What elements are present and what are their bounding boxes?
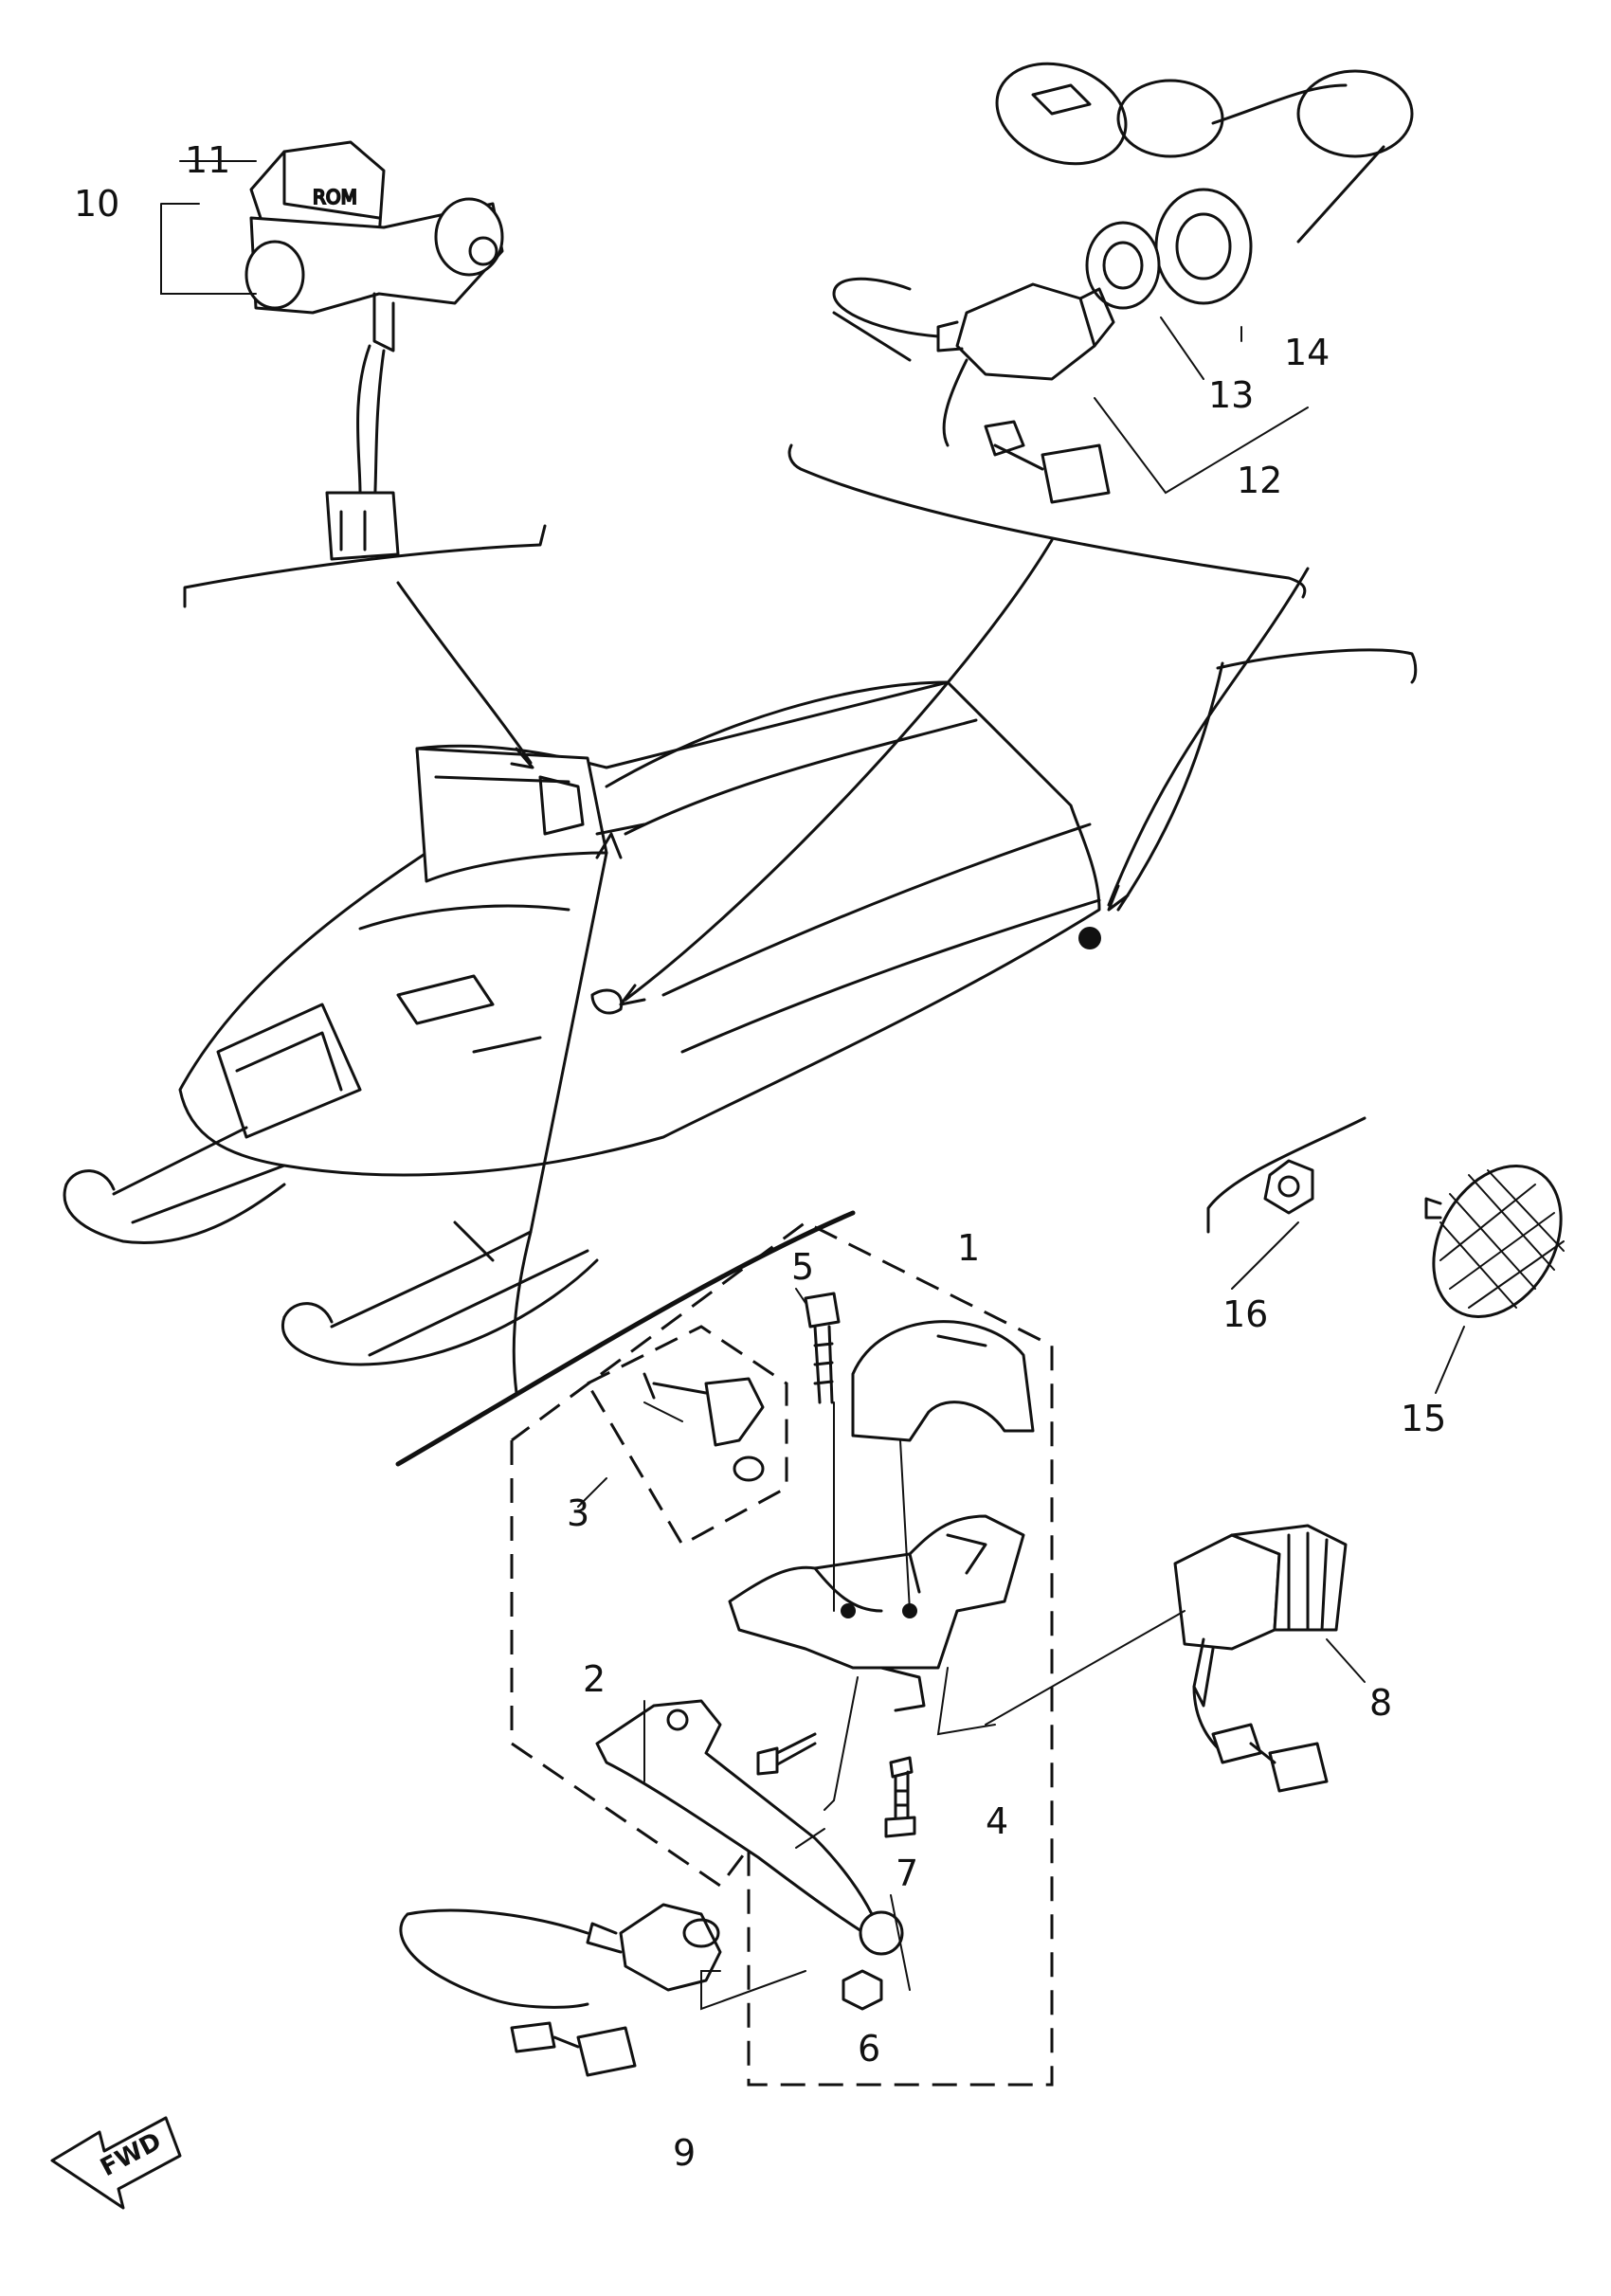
part-main-switch-assembly: [832, 62, 1414, 504]
callout-16: 16: [1222, 1293, 1268, 1335]
bracket-top-left: [183, 524, 547, 769]
callout-12: 12: [1237, 460, 1282, 501]
part-brake-assembly: [399, 1220, 1054, 2087]
callout-8: 8: [1369, 1682, 1392, 1724]
bracket-top-right: [512, 443, 1307, 1395]
bracket-right: [1107, 567, 1418, 1234]
callout-5: 5: [791, 1246, 814, 1288]
callout-labels: 1 2 3 4 5 6 7 8 9 10 11 12 13 14 15 16: [74, 139, 1446, 2174]
callout-13: 13: [1208, 374, 1254, 416]
section-divider: [395, 1210, 856, 1467]
callout-3: 3: [567, 1492, 589, 1534]
callout-14: 14: [1284, 332, 1330, 373]
callout-1: 1: [957, 1227, 980, 1269]
part-relay-8: [985, 1524, 1366, 1793]
callout-11: 11: [185, 139, 230, 181]
callout-4: 4: [986, 1800, 1008, 1842]
callout-6: 6: [858, 2028, 880, 2070]
snowmobile-illustration: [63, 680, 1101, 1366]
part-tail-light: [1231, 1159, 1565, 1394]
part-relay-assembly: ROM: [244, 140, 504, 561]
callout-10: 10: [74, 183, 119, 225]
svg-text:ROM: ROM: [313, 186, 357, 208]
callout-7: 7: [896, 1853, 918, 1894]
callout-2: 2: [583, 1658, 606, 1700]
callout-15: 15: [1401, 1398, 1446, 1439]
callout-9: 9: [673, 2132, 696, 2174]
fwd-arrow-icon: FWD: [50, 2116, 182, 2210]
